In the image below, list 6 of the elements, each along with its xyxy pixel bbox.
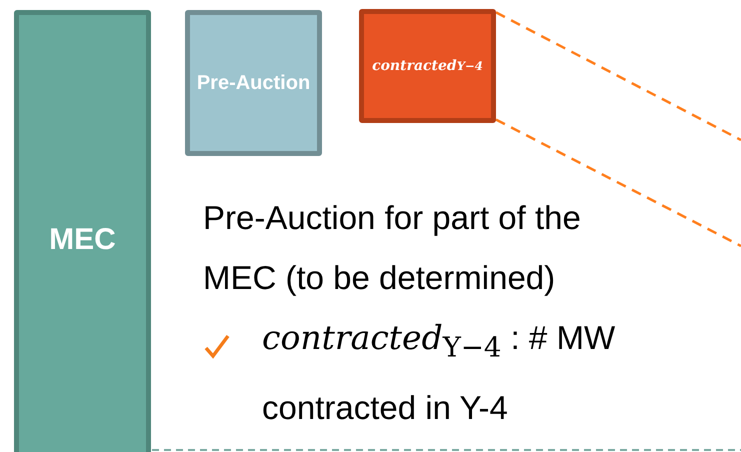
dashed-connector <box>495 11 741 142</box>
block-box: Pre-Auction <box>185 10 322 156</box>
dashed-connector <box>495 118 741 248</box>
block-box: MEC <box>14 10 151 452</box>
description-text: Pre-Auction for part of the MEC (to be determined) <box>203 198 582 298</box>
bullet-text: contracted$_{Y−4}$ : # MW contracted in Y-4 <box>262 317 616 428</box>
